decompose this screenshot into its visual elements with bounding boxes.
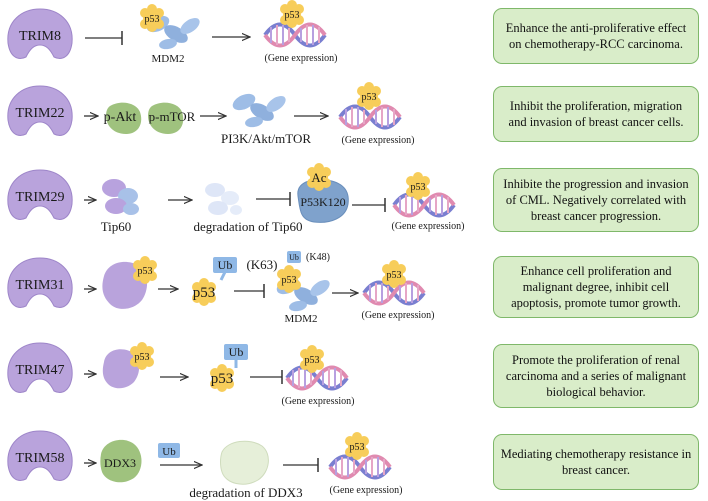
- p53-dna-label: p53: [350, 442, 365, 453]
- p53-big-label: p53: [211, 371, 234, 387]
- ub-tag: [158, 443, 180, 458]
- outcome-text: Enhance the anti-proliferative effect on…: [505, 21, 687, 51]
- outcome-box-trim29: Inhibite the progression and invasion of…: [493, 168, 699, 232]
- ddx3-protein-icon: [100, 439, 142, 483]
- trim58-label: TRIM58: [16, 451, 65, 466]
- trim22-label: TRIM22: [16, 106, 65, 121]
- outcome-text: Mediating chemotherapy resistance in bre…: [500, 447, 692, 477]
- p53-dna-label: p53: [362, 92, 377, 103]
- k48-label: (K48): [306, 252, 330, 263]
- ddx3-label: DDX3: [104, 456, 136, 470]
- ub-label: Ub: [229, 345, 244, 359]
- outcome-text: Inhibite the progression and invasion of…: [503, 177, 689, 223]
- dna-icon: [285, 365, 349, 391]
- ub-label: Ub: [162, 446, 176, 458]
- outcome-text: Inhibit the proliferation, migration and…: [508, 99, 684, 129]
- trim47-label: TRIM47: [16, 363, 65, 378]
- dna-icon: [392, 192, 456, 218]
- dna-icon: [328, 454, 392, 480]
- row-trim47: TRIM47 p53 p53 Ub p53 (Gene expression): [7, 342, 355, 407]
- outcome-box-trim22: Inhibit the proliferation, migration and…: [493, 86, 699, 142]
- ub-k48-label: Ub: [289, 253, 299, 262]
- ac-label: Ac: [311, 170, 326, 185]
- gene-expression-label: (Gene expression): [391, 221, 464, 232]
- p53-small-label: p53: [138, 266, 153, 277]
- row-trim58: TRIM58 DDX3 Ub degradation of DDX3 p53 (…: [7, 430, 403, 500]
- trim47-bound-icon: [102, 349, 140, 389]
- row-trim29: TRIM29 Tip60 degradation of Tip60 P53K12…: [7, 163, 465, 234]
- pakt-label: p-Akt: [104, 110, 137, 125]
- outcome-box-trim47: Promote the proliferation of renal carci…: [493, 344, 699, 408]
- ub-tag: [224, 344, 248, 360]
- pathway-icon: [230, 90, 289, 129]
- ub-k63-tag: [213, 257, 237, 273]
- degradation-tip60-label: degradation of Tip60: [193, 219, 302, 234]
- outcome-box-trim31: Enhance cell proliferation and malignant…: [493, 256, 699, 318]
- p53-dna-label: p53: [387, 270, 402, 281]
- ub-k48-tag: [287, 251, 301, 263]
- p53-mdm2-label: p53: [282, 275, 297, 286]
- mdm2-label: MDM2: [284, 313, 317, 325]
- gene-expression-label: (Gene expression): [281, 396, 354, 407]
- gene-expression-label: (Gene expression): [361, 310, 434, 321]
- gene-expression-label: (Gene expression): [264, 53, 337, 64]
- outcome-text: Promote the proliferation of renal carci…: [505, 353, 687, 399]
- trim31-label: TRIM31: [16, 278, 65, 293]
- outcome-box-trim58: Mediating chemotherapy resistance in bre…: [493, 434, 699, 490]
- p53-dna-label: p53: [305, 355, 320, 366]
- p53-dna-label: p53: [285, 10, 300, 21]
- ub-k63-label: Ub: [218, 258, 233, 272]
- dna-icon: [263, 22, 327, 48]
- row-trim22: TRIM22 p-Akt p-mTOR PI3K/Akt/mTOR p53 (G…: [7, 82, 415, 146]
- p53-big-label: p53: [193, 285, 216, 301]
- degraded-tip60-icon: [205, 183, 242, 215]
- pmtor-label: p-mTOR: [149, 109, 196, 124]
- tip60-label: Tip60: [101, 219, 132, 234]
- p53-small-label: p53: [135, 352, 150, 363]
- p53-dna-label: p53: [411, 182, 426, 193]
- pathway-label: PI3K/Akt/mTOR: [221, 131, 311, 146]
- gene-expression-label: (Gene expression): [341, 135, 414, 146]
- degraded-ddx3-icon: [220, 440, 269, 485]
- row-trim8: TRIM8 p53 MDM2 p53 (Gene expression): [7, 0, 338, 65]
- trim8-label: TRIM8: [19, 29, 61, 44]
- k63-label: (K63): [246, 257, 277, 272]
- p53-label: p53: [145, 14, 160, 25]
- gene-expression-label: (Gene expression): [329, 485, 402, 496]
- trim29-label: TRIM29: [16, 190, 65, 205]
- outcome-text: Enhance cell proliferation and malignant…: [511, 264, 681, 310]
- degradation-ddx3-label: degradation of DDX3: [189, 485, 302, 500]
- row-trim31: TRIM31 p53 p53 Ub (K63) p53 Ub (K48) MDM…: [7, 251, 435, 325]
- p53k120-label: P53K120: [300, 195, 345, 209]
- outcome-box-trim8: Enhance the anti-proliferative effect on…: [493, 8, 699, 64]
- mdm2-label: MDM2: [151, 53, 184, 65]
- tip60-icon: [102, 179, 139, 215]
